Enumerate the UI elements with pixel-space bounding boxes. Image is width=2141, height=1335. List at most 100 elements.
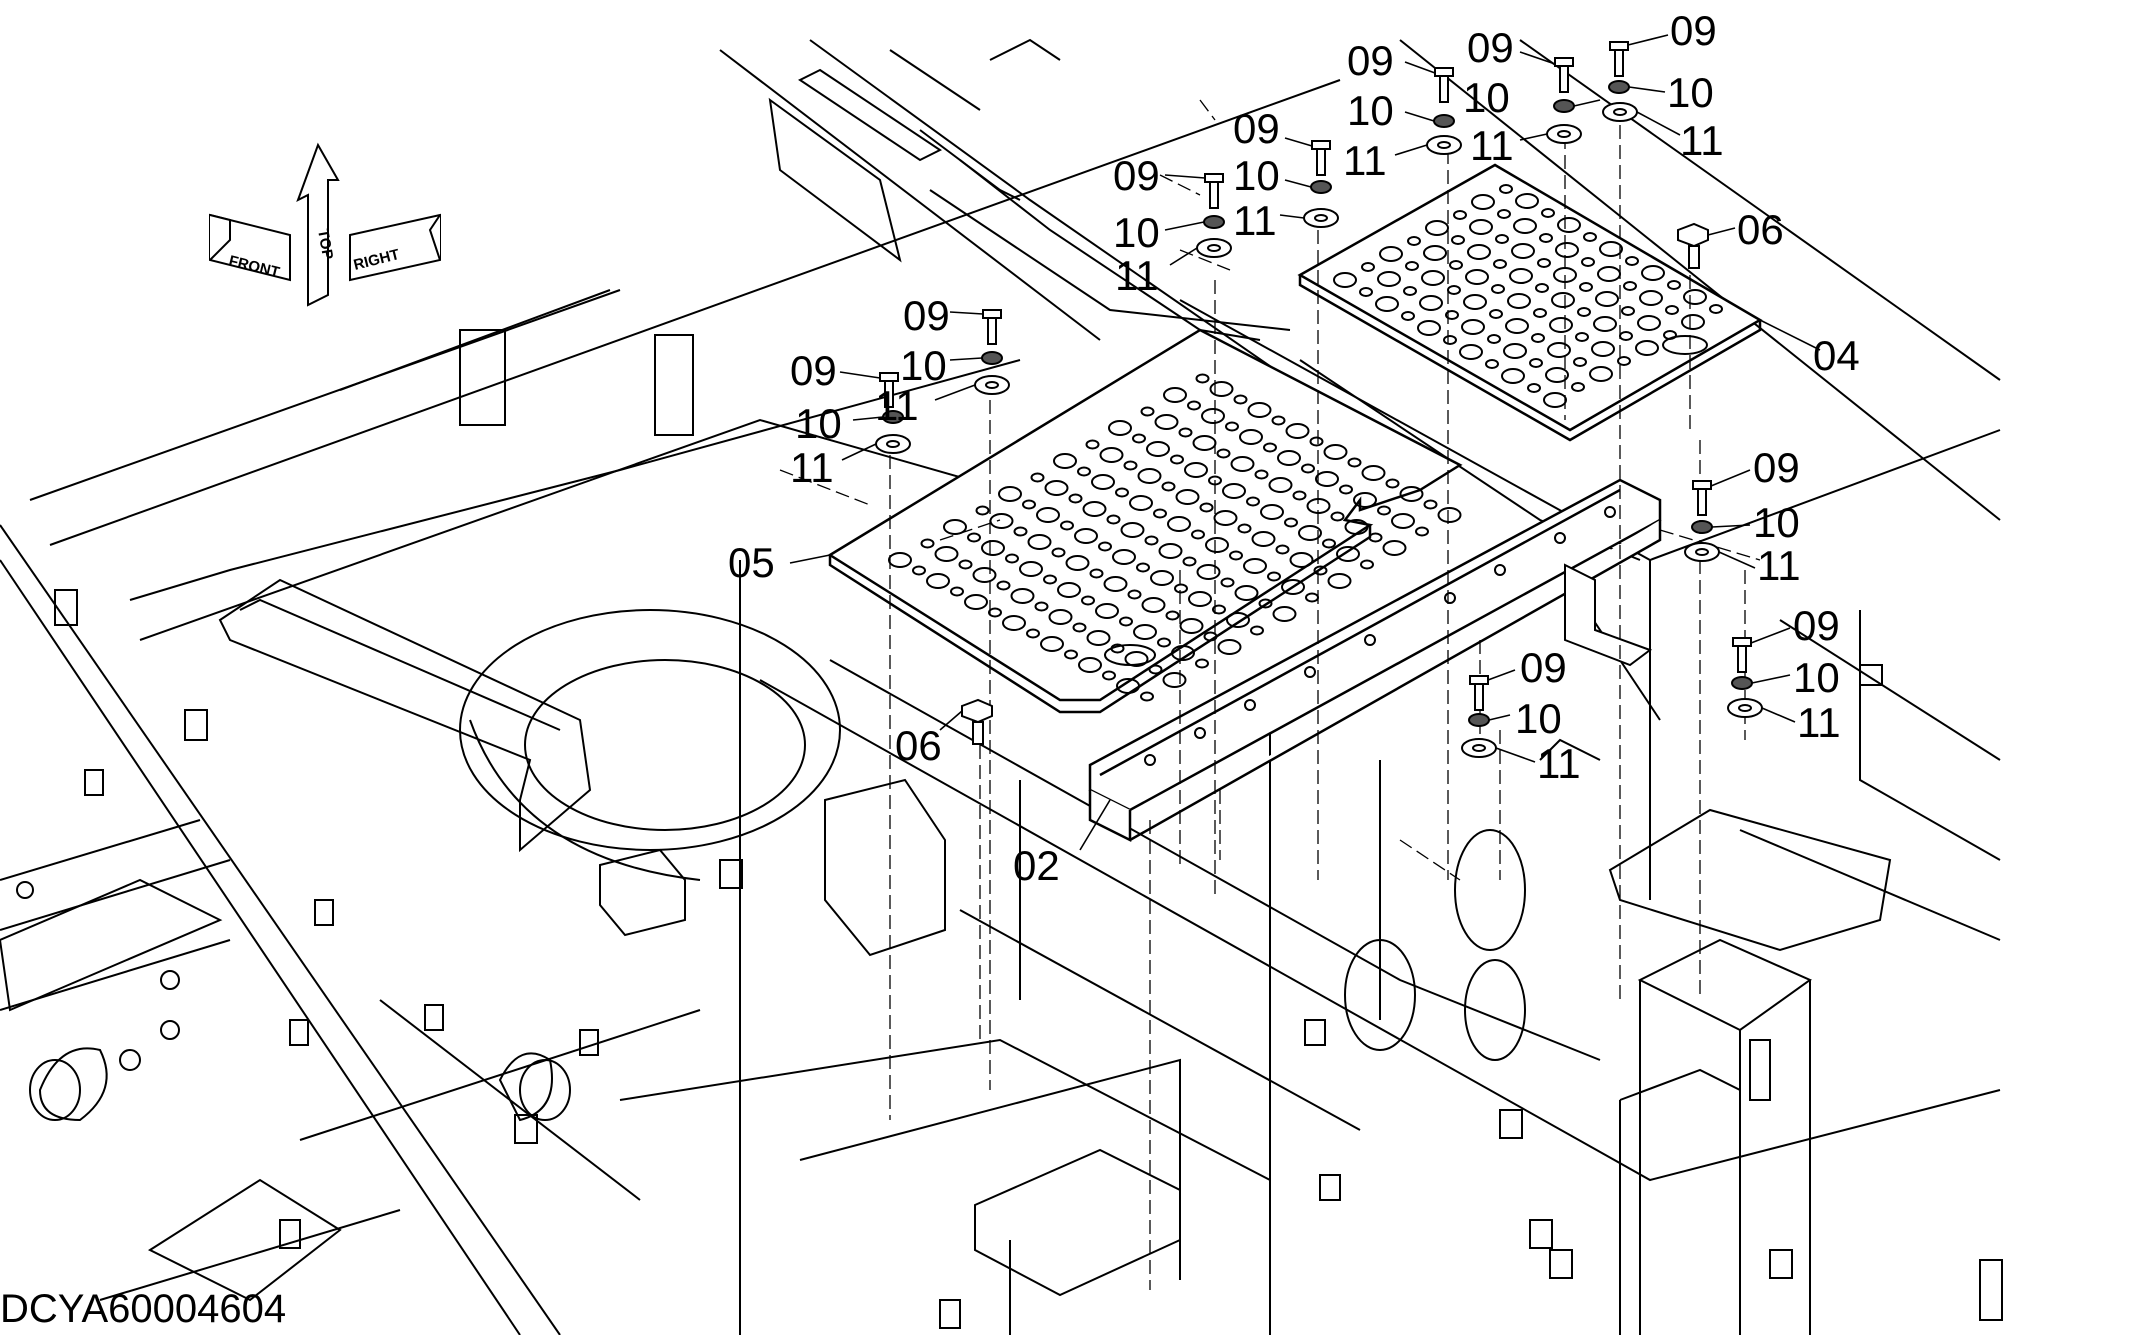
perforation-hole: [1148, 664, 1163, 675]
perforation-hole: [1305, 592, 1319, 603]
perforation-hole: [1272, 606, 1297, 622]
perforation-hole: [1222, 483, 1246, 499]
perforation-hole: [1184, 462, 1208, 478]
callout-label: 10: [1463, 74, 1510, 121]
perforation-hole: [1315, 471, 1339, 487]
perforation-hole: [1161, 481, 1176, 492]
perforation-hole: [1361, 465, 1386, 481]
perforation-hole: [1333, 272, 1357, 288]
callout-label: 10: [1667, 69, 1714, 116]
perforation-hole: [1246, 496, 1260, 507]
perforation-hole: [1005, 553, 1019, 564]
perforation-hole: [1322, 538, 1336, 549]
perforation-hole: [1421, 270, 1445, 286]
perforation-hole: [1423, 499, 1438, 510]
perforation-hole: [1188, 591, 1212, 607]
perforation-hole: [1591, 341, 1615, 357]
perforation-hole: [1187, 400, 1201, 411]
perforation-hole: [1545, 367, 1569, 383]
bolt-06-a: [961, 698, 993, 745]
perforation-hole: [1230, 456, 1255, 472]
perforation-hole: [1271, 415, 1286, 426]
perforation-hole: [1051, 547, 1066, 558]
perforation-hole: [1260, 504, 1284, 520]
callout-label: 09: [1520, 644, 1567, 691]
perforation-hole: [1451, 235, 1465, 245]
perforation-hole: [1086, 630, 1111, 646]
perforation-hole: [1537, 258, 1551, 268]
perforation-hole: [1103, 576, 1128, 592]
perforation-hole: [1074, 528, 1098, 544]
perforation-hole: [1361, 262, 1375, 272]
perforation-hole: [1415, 526, 1429, 537]
perforation-hole: [1199, 502, 1214, 513]
perforation-hole: [1385, 478, 1400, 489]
perforation-hole: [1182, 556, 1197, 567]
perforation-hole: [1030, 472, 1045, 483]
plate-05-perforations: [888, 373, 1462, 702]
bolt-09-h: [1692, 480, 1712, 516]
perforation-hole: [1683, 289, 1707, 305]
perforation-hole: [1226, 612, 1250, 628]
bolt-09-i: [1469, 675, 1489, 711]
perforation-hole: [1443, 335, 1457, 345]
perforation-hole: [1437, 507, 1462, 523]
perforation-hole: [1081, 595, 1095, 606]
perforation-hole: [1289, 552, 1314, 568]
perforation-hole: [1641, 265, 1665, 281]
flat-washer-11: [875, 102, 1763, 758]
callout-label: 10: [1113, 209, 1160, 256]
perforation-hole: [1368, 532, 1383, 543]
perforation-hole: [1599, 241, 1623, 257]
perforation-hole: [981, 540, 1005, 556]
callout-label: 11: [1537, 740, 1581, 787]
perforation-hole: [1425, 220, 1449, 236]
perforation-hole: [1617, 356, 1631, 366]
perforation-hole: [1060, 520, 1074, 531]
perforation-hole: [1174, 583, 1188, 594]
perforation-hole: [1323, 444, 1348, 460]
perforation-hole: [1191, 529, 1205, 540]
perforation-hole: [1375, 296, 1399, 312]
perforation-hole: [1491, 284, 1505, 294]
perforation-hole: [1581, 257, 1595, 267]
perforation-hole: [1220, 577, 1235, 588]
perforation-hole: [1115, 487, 1129, 498]
perforation-hole: [1247, 402, 1272, 418]
perforation-hole: [1639, 290, 1663, 306]
perforation-hole: [1213, 510, 1238, 526]
callout-label: 09: [790, 347, 837, 394]
perforation-hole: [1495, 234, 1509, 244]
perforation-hole: [1379, 246, 1403, 262]
plate-04-perforations: [1333, 184, 1723, 408]
perforation-hole: [1102, 670, 1116, 681]
perforation-hole: [1667, 280, 1681, 290]
perforation-hole: [1026, 628, 1040, 639]
perforation-hole: [1327, 573, 1352, 589]
callout-label: 10: [1347, 87, 1394, 134]
perforation-hole: [1515, 193, 1539, 209]
perforation-hole: [1403, 286, 1417, 296]
perforation-hole: [1057, 582, 1081, 598]
perforation-hole: [1509, 268, 1533, 284]
perforation-hole: [1077, 466, 1091, 477]
perforation-hole: [1336, 546, 1360, 562]
perforation-hole: [1487, 334, 1501, 344]
perforation-hole: [1577, 307, 1591, 317]
perforation-hole: [1417, 320, 1441, 336]
perforation-hole: [1382, 540, 1407, 556]
perforation-hole: [1251, 531, 1276, 547]
perforation-hole: [1557, 217, 1581, 233]
perforation-hole: [1535, 283, 1549, 293]
perforation-hole: [1344, 519, 1369, 535]
perforation-hole: [988, 607, 1002, 618]
perforation-hole: [1625, 256, 1639, 266]
perforation-hole: [1170, 454, 1184, 465]
callout-label: 02: [1013, 842, 1060, 889]
perforation-hole: [1313, 565, 1328, 576]
callout-label: 10: [900, 342, 947, 389]
perforation-hole: [1258, 598, 1273, 609]
perforation-hole: [1284, 517, 1298, 528]
perforation-hole: [1140, 406, 1155, 417]
perforation-hole: [1277, 450, 1301, 466]
